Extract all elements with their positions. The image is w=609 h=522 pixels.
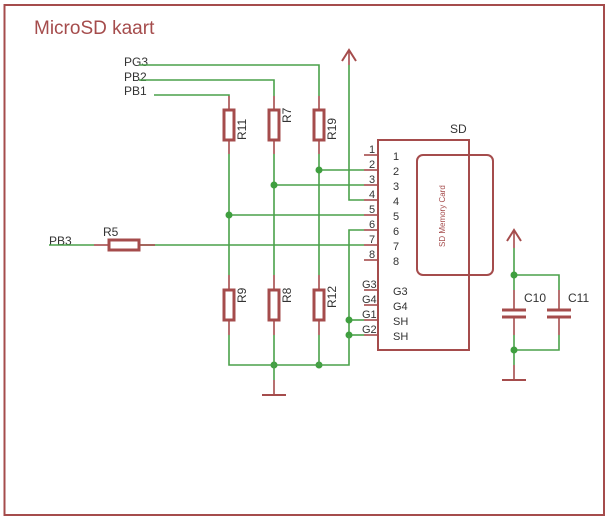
wire-pin6 bbox=[348, 229, 364, 335]
sd-pin-outer-label: 6 bbox=[369, 219, 375, 231]
resistor-r19-label: R19 bbox=[325, 118, 339, 140]
resistor-r5-label: R5 bbox=[103, 225, 119, 239]
sheet-frame bbox=[3, 4, 605, 516]
sd-pin-outer-label: 1 bbox=[369, 144, 375, 156]
net-label-pb3: PB3 bbox=[49, 234, 72, 248]
sd-pin-inner-label: 1 bbox=[393, 151, 399, 163]
sd-pin-outer-label: 2 bbox=[369, 159, 375, 171]
sd-pin-outer-label: 8 bbox=[369, 249, 375, 261]
sd-pin-inner-label: SH bbox=[393, 331, 408, 343]
sd-card-outline bbox=[416, 154, 494, 276]
resistor-r19[interactable]: R19 bbox=[312, 96, 339, 154]
wire-pb1 bbox=[154, 94, 230, 96]
capacitor-c10-label: C10 bbox=[524, 291, 546, 305]
net-label-pb2: PB2 bbox=[124, 70, 147, 84]
sheet-title: MicroSD kaart bbox=[34, 18, 155, 39]
sd-pin-inner-label: 7 bbox=[393, 241, 399, 253]
capacitor-c10[interactable]: C10 bbox=[502, 290, 546, 335]
resistor-r8-label: R8 bbox=[280, 287, 294, 303]
resistor-r9-label: R9 bbox=[235, 287, 249, 303]
sd-pin-inner-label: G4 bbox=[393, 301, 408, 313]
resistor-r5[interactable]: R5 bbox=[94, 225, 155, 252]
wire-pb2 bbox=[139, 79, 275, 96]
sd-pin-lines bbox=[364, 154, 378, 336]
resistor-r11[interactable]: R11 bbox=[222, 96, 249, 154]
net-label-pg3: PG3 bbox=[124, 55, 148, 69]
sd-pin-inner-label: 2 bbox=[393, 166, 399, 178]
resistor-r9[interactable]: R9 bbox=[222, 275, 249, 335]
wire-pg3 bbox=[139, 64, 320, 96]
sd-pin-outer-label: 3 bbox=[369, 174, 375, 186]
sd-pin-outer-label: 5 bbox=[369, 204, 375, 216]
sd-pin-inner-label: 8 bbox=[393, 256, 399, 268]
sd-connector-name: SD bbox=[450, 122, 467, 136]
capacitor-c11[interactable]: C11 bbox=[547, 290, 589, 335]
sd-pin-outer-label: 7 bbox=[369, 234, 375, 246]
sd-connector-body bbox=[377, 139, 470, 351]
junction bbox=[315, 166, 323, 174]
sd-card-label: SD Memory Card bbox=[438, 185, 447, 247]
sd-pin-outer-label: G1 bbox=[362, 309, 377, 321]
resistor-r8[interactable]: R8 bbox=[267, 275, 294, 335]
junction bbox=[270, 181, 278, 189]
wire-cap-top bbox=[513, 248, 560, 290]
junction bbox=[510, 271, 518, 279]
sd-pin-outer-label: 4 bbox=[369, 189, 375, 201]
resistor-r12-label: R12 bbox=[325, 286, 339, 308]
sd-pin-inner-label: 6 bbox=[393, 226, 399, 238]
sd-pin-inner-label: 3 bbox=[393, 181, 399, 193]
junction bbox=[510, 346, 518, 354]
vcc-symbol-2 bbox=[506, 228, 522, 248]
sd-pin-inner-label: G3 bbox=[393, 286, 408, 298]
sd-pin-outer-label: G3 bbox=[362, 279, 377, 291]
sd-pin-inner-label: SH bbox=[393, 316, 408, 328]
ground-symbol-1 bbox=[262, 380, 286, 396]
sd-pin-inner-label: 4 bbox=[393, 196, 399, 208]
junction bbox=[345, 316, 353, 324]
capacitor-c11-label: C11 bbox=[568, 291, 589, 305]
sd-pin-outer-label: G2 bbox=[362, 324, 377, 336]
wire-gnd-bus bbox=[228, 335, 350, 366]
ground-symbol-2 bbox=[502, 365, 526, 381]
vcc-symbol-1 bbox=[341, 48, 357, 65]
wire-cap-bottom bbox=[513, 335, 560, 351]
resistor-r7-label: R7 bbox=[280, 107, 294, 123]
net-label-pb1: PB1 bbox=[124, 84, 147, 98]
wire-vcc-pin4 bbox=[348, 65, 364, 201]
junction bbox=[225, 211, 233, 219]
resistor-r7[interactable]: R7 bbox=[267, 96, 294, 154]
sd-pin-inner-label: 5 bbox=[393, 211, 399, 223]
sd-connector[interactable]: SD SD Memory Card 1 2 3 4 5 6 7 8 G3 G4 bbox=[362, 122, 494, 351]
resistor-r12[interactable]: R12 bbox=[312, 275, 339, 335]
resistor-r11-label: R11 bbox=[235, 119, 249, 140]
sd-pin-outer-label: G4 bbox=[362, 294, 377, 306]
